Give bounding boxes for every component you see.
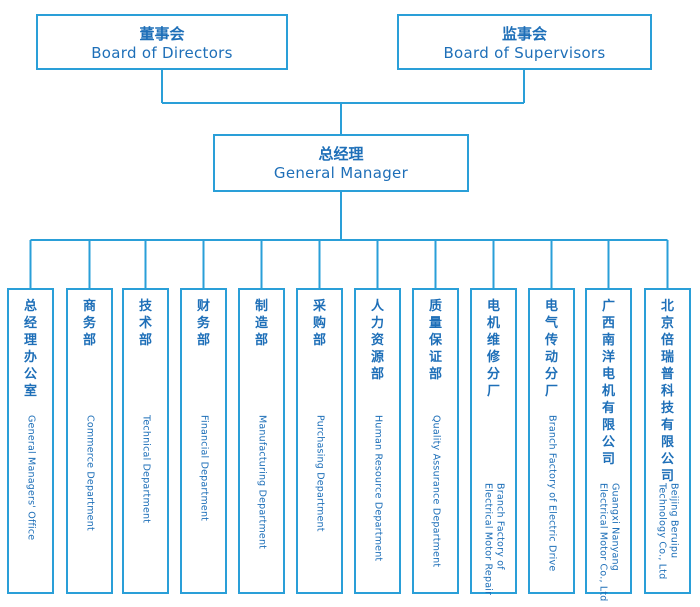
department-box: 人力资源部 Human Resource Department	[354, 288, 401, 594]
department-box: 广西南洋电机有限公司 Guangxi Nanyang Electrical Mot…	[585, 288, 632, 602]
board-of-supervisors-box: 监事会 Board of Supervisors	[397, 14, 652, 70]
department-name-en: General Managers' Office	[25, 415, 37, 541]
department-box: 制造部 Manufacturing Department	[238, 288, 285, 594]
department-name-zh: 电气传动分厂	[544, 299, 558, 399]
board-of-supervisors-zh: 监事会	[501, 25, 547, 43]
department-name-en: Branch Factory of Electric Drive	[546, 415, 558, 572]
department-name-zh: 电机维修分厂	[486, 299, 500, 399]
department-box: 电气传动分厂 Branch Factory of Electric Drive	[528, 288, 575, 594]
department-box: 财务部 Financial Department	[180, 288, 227, 594]
department-name-zh: 制造部	[254, 299, 268, 348]
department-box: 总经理办公室 General Managers' Office	[7, 288, 54, 594]
department-name-zh: 总经理办公室	[23, 299, 37, 399]
department-box: 商务部 Commerce Department	[66, 288, 113, 594]
department-name-zh: 商务部	[82, 299, 96, 348]
department-name-en: Commerce Department	[84, 415, 96, 531]
department-box: 采购部 Purchasing Department	[296, 288, 343, 594]
department-name-zh: 北京倍瑞普科技有限公司	[660, 299, 674, 484]
department-name-zh: 质量保证部	[428, 299, 442, 382]
board-of-directors-zh: 董事会	[139, 25, 185, 43]
board-of-directors-box: 董事会 Board of Directors	[36, 14, 288, 70]
general-manager-box: 总经理 General Manager	[213, 134, 469, 192]
department-box: 电机维修分厂 Branch Factory of Electrical Motor…	[470, 288, 517, 596]
department-name-en: Branch Factory of Electrical Motor Repai…	[482, 483, 506, 596]
department-box: 技术部 Technical Department	[122, 288, 169, 594]
board-of-directors-en: Board of Directors	[91, 44, 233, 62]
department-name-en: Purchasing Department	[314, 415, 326, 532]
department-name-zh: 财务部	[196, 299, 210, 348]
department-name-en: Technical Department	[140, 415, 152, 524]
department-name-en: Guangxi Nanyang Electrical Motor Co., Lt…	[597, 483, 621, 602]
department-name-en: Manufacturing Department	[256, 415, 268, 550]
department-name-en: Human Resource Department	[372, 415, 384, 562]
department-name-zh: 采购部	[312, 299, 326, 348]
department-name-zh: 技术部	[138, 299, 152, 348]
department-name-en: Financial Department	[198, 415, 210, 522]
department-name-zh: 广西南洋电机有限公司	[601, 299, 615, 467]
general-manager-zh: 总经理	[318, 145, 364, 163]
general-manager-en: General Manager	[273, 164, 409, 182]
department-name-zh: 人力资源部	[370, 299, 384, 382]
department-name-en: Quality Assurance Department	[430, 415, 442, 568]
department-box: 质量保证部 Quality Assurance Department	[412, 288, 459, 594]
board-of-supervisors-en: Board of Supervisors	[443, 44, 606, 62]
department-name-en: Beijing Beruipu Technology Co., Ltd	[656, 483, 680, 580]
